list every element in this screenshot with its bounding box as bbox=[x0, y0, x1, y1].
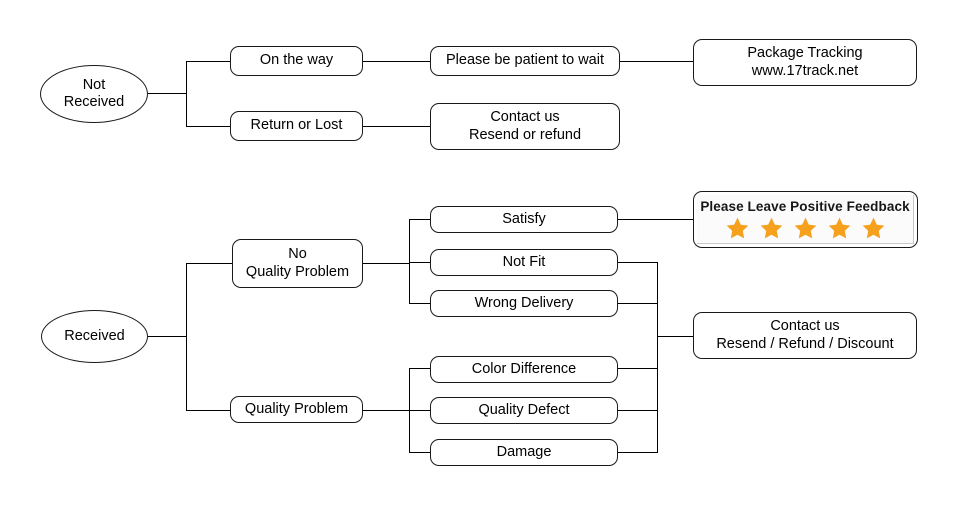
node-not-fit-label: Not Fit bbox=[502, 253, 546, 270]
node-damage-label: Damage bbox=[496, 443, 552, 460]
node-contact-us-resend-refund-discount-label: Contact us Resend / Refund / Discount bbox=[716, 318, 894, 352]
node-received[interactable]: Received bbox=[41, 310, 148, 363]
connector-satisfy-to-feedback bbox=[618, 219, 693, 220]
node-contact-us-resend-refund-discount[interactable]: Contact us Resend / Refund / Discount bbox=[693, 312, 917, 359]
node-contact-us-resend-or-refund-label: Contact us Resend or refund bbox=[468, 109, 582, 143]
connector-right-collector-trunk bbox=[657, 262, 658, 453]
node-not-received[interactable]: Not Received bbox=[40, 65, 148, 123]
connector-to-return-or-lost bbox=[186, 126, 230, 127]
node-quality-problem-label: Quality Problem bbox=[244, 400, 349, 417]
connector-received-split bbox=[186, 263, 187, 410]
connector-on-the-way-to-please-wait bbox=[363, 61, 430, 62]
node-please-be-patient-to-wait-label: Please be patient to wait bbox=[446, 52, 604, 69]
node-received-label: Received bbox=[64, 327, 125, 344]
node-return-or-lost[interactable]: Return or Lost bbox=[230, 111, 363, 141]
node-wrong-delivery-label: Wrong Delivery bbox=[474, 294, 574, 311]
node-damage[interactable]: Damage bbox=[430, 439, 618, 466]
node-package-tracking[interactable]: Package Tracking www.17track.net bbox=[693, 39, 917, 86]
connector-to-wrong-delivery bbox=[409, 303, 430, 304]
connector-trunk-to-contact-discount bbox=[657, 336, 693, 337]
connector-to-no-quality-problem bbox=[186, 263, 232, 264]
node-no-quality-problem[interactable]: No Quality Problem bbox=[232, 239, 363, 288]
node-quality-problem[interactable]: Quality Problem bbox=[230, 396, 363, 423]
node-no-quality-problem-label: No Quality Problem bbox=[245, 246, 350, 280]
node-please-be-patient-to-wait[interactable]: Please be patient to wait bbox=[430, 46, 620, 76]
node-return-or-lost-label: Return or Lost bbox=[250, 117, 343, 134]
connector-quality-problem-stem bbox=[363, 410, 409, 411]
node-not-received-label: Not Received bbox=[63, 76, 125, 110]
connector-to-color-difference bbox=[409, 368, 430, 369]
node-contact-us-resend-or-refund[interactable]: Contact us Resend or refund bbox=[430, 103, 620, 150]
star-icon[interactable] bbox=[827, 216, 852, 240]
node-color-difference[interactable]: Color Difference bbox=[430, 356, 618, 383]
positive-feedback-image: Please Leave Positive Feedback bbox=[697, 195, 914, 244]
connector-wrong-delivery-to-trunk bbox=[618, 303, 657, 304]
node-wrong-delivery[interactable]: Wrong Delivery bbox=[430, 290, 618, 317]
connector-please-wait-to-package-tracking bbox=[620, 61, 693, 62]
node-satisfy[interactable]: Satisfy bbox=[430, 206, 618, 233]
connector-to-on-the-way bbox=[186, 61, 230, 62]
connector-received-stem bbox=[148, 336, 186, 337]
star-icon[interactable] bbox=[793, 216, 818, 240]
star-icon[interactable] bbox=[861, 216, 886, 240]
node-on-the-way-label: On the way bbox=[259, 52, 334, 69]
star-icon[interactable] bbox=[725, 216, 750, 240]
node-package-tracking-label: Package Tracking www.17track.net bbox=[747, 45, 863, 79]
connector-to-quality-defect bbox=[409, 410, 430, 411]
node-color-difference-label: Color Difference bbox=[471, 360, 577, 377]
connector-no-quality-problem-stem bbox=[363, 263, 409, 264]
connector-to-damage bbox=[409, 452, 430, 453]
connector-to-satisfy bbox=[409, 219, 430, 220]
connector-color-difference-to-trunk bbox=[618, 368, 657, 369]
card-positive-feedback[interactable]: Please Leave Positive Feedback bbox=[693, 191, 918, 248]
connector-return-or-lost-to-contact bbox=[363, 126, 430, 127]
connector-no-quality-problem-fan bbox=[409, 219, 410, 303]
node-not-fit[interactable]: Not Fit bbox=[430, 249, 618, 276]
node-quality-defect-label: Quality Defect bbox=[478, 401, 570, 418]
node-quality-defect[interactable]: Quality Defect bbox=[430, 397, 618, 424]
node-on-the-way[interactable]: On the way bbox=[230, 46, 363, 76]
connector-quality-defect-to-trunk bbox=[618, 410, 657, 411]
star-icon[interactable] bbox=[759, 216, 784, 240]
connector-not-received-split bbox=[186, 61, 187, 126]
connector-not-received-stem bbox=[148, 93, 186, 94]
node-satisfy-label: Satisfy bbox=[502, 210, 546, 227]
connector-to-not-fit bbox=[409, 262, 430, 263]
positive-feedback-text: Please Leave Positive Feedback bbox=[700, 199, 910, 214]
connector-damage-to-trunk bbox=[618, 452, 657, 453]
connector-to-quality-problem bbox=[186, 410, 230, 411]
connector-not-fit-to-trunk bbox=[618, 262, 657, 263]
rating-stars[interactable] bbox=[725, 216, 886, 240]
